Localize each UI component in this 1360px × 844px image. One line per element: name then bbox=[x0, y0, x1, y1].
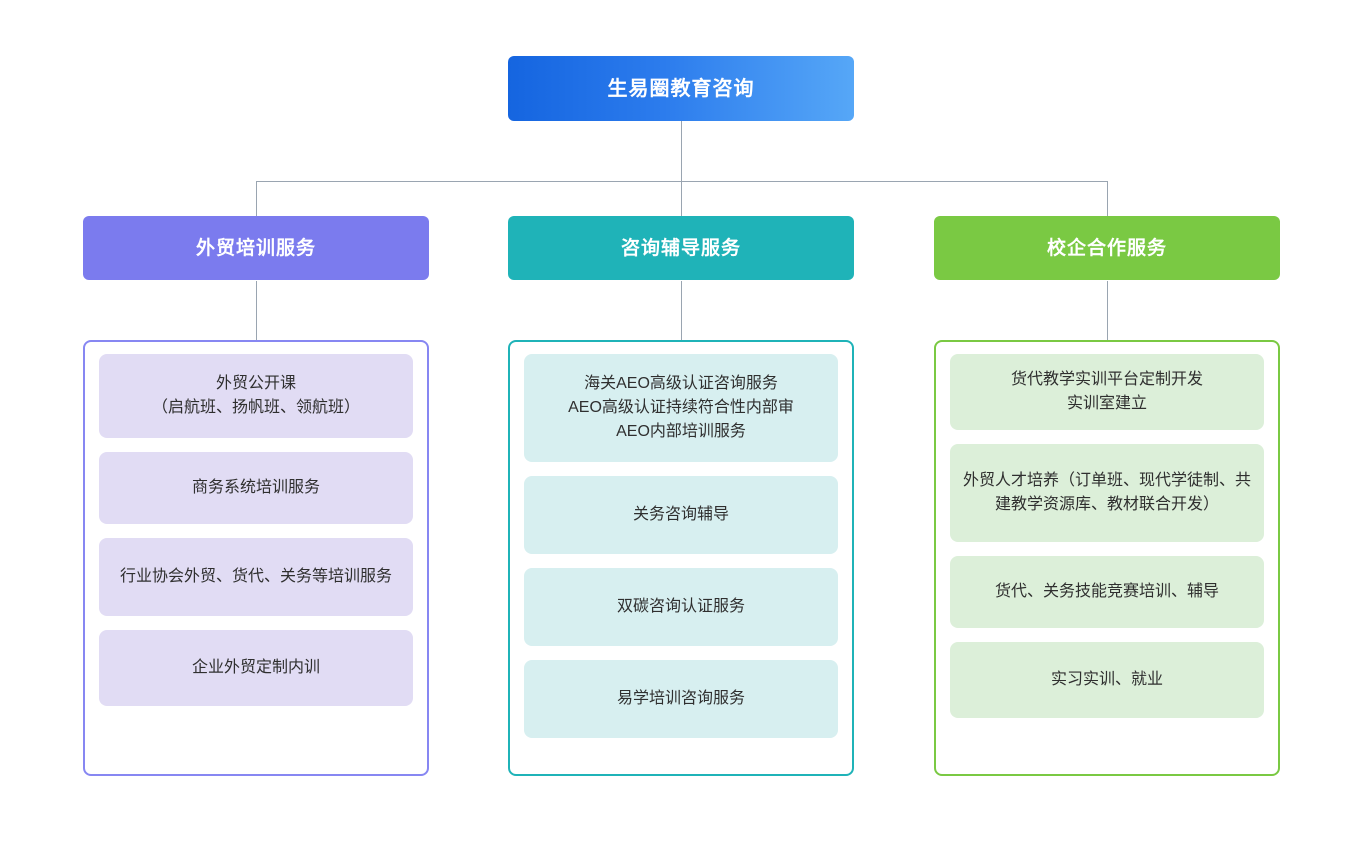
list-item[interactable]: 货代、关务技能竞赛培训、辅导 bbox=[950, 556, 1264, 628]
connector-root-stem bbox=[681, 121, 682, 181]
item-label: 关务咨询辅导 bbox=[632, 506, 729, 523]
item-label: 外贸公开课 （启航班、扬帆班、领航班） bbox=[151, 375, 360, 416]
item-label: 易学培训咨询服务 bbox=[616, 690, 745, 707]
item-label: 行业协会外贸、货代、关务等培训服务 bbox=[119, 568, 392, 585]
list-item[interactable]: 商务系统培训服务 bbox=[99, 452, 413, 524]
connector-stem-branch-1 bbox=[256, 281, 257, 341]
item-label: 货代、关务技能竞赛培训、辅导 bbox=[994, 583, 1219, 600]
branch-column-foreign-trade-training: 外贸培训服务 外贸公开课 （启航班、扬帆班、领航班） 商务系统培训服务 行业协会… bbox=[83, 216, 429, 776]
branch-header-1[interactable]: 外贸培训服务 bbox=[83, 216, 429, 280]
connector-drop-branch-1 bbox=[256, 181, 257, 217]
branch-items-container-3: 货代教学实训平台定制开发 实训室建立 外贸人才培养（订单班、现代学徒制、共建教学… bbox=[934, 340, 1280, 776]
item-label: 货代教学实训平台定制开发 实训室建立 bbox=[1010, 371, 1203, 412]
branch-header-label-2: 咨询辅导服务 bbox=[620, 237, 741, 259]
list-item[interactable]: 实习实训、就业 bbox=[950, 642, 1264, 718]
item-label: 商务系统培训服务 bbox=[191, 479, 320, 496]
branch-header-3[interactable]: 校企合作服务 bbox=[934, 216, 1280, 280]
branch-column-consulting-tutoring: 咨询辅导服务 海关AEO高级认证咨询服务 AEO高级认证持续符合性内部审 AEO… bbox=[508, 216, 854, 776]
item-label: 外贸人才培养（订单班、现代学徒制、共建教学资源库、教材联合开发） bbox=[962, 472, 1251, 513]
connector-stem-branch-2 bbox=[681, 281, 682, 341]
root-node[interactable]: 生易圈教育咨询 bbox=[508, 56, 854, 121]
list-item[interactable]: 行业协会外贸、货代、关务等培训服务 bbox=[99, 538, 413, 616]
branch-header-label-1: 外贸培训服务 bbox=[195, 237, 316, 259]
list-item[interactable]: 外贸人才培养（订单班、现代学徒制、共建教学资源库、教材联合开发） bbox=[950, 444, 1264, 542]
branch-items-container-1: 外贸公开课 （启航班、扬帆班、领航班） 商务系统培训服务 行业协会外贸、货代、关… bbox=[83, 340, 429, 776]
item-label: 海关AEO高级认证咨询服务 AEO高级认证持续符合性内部审 AEO内部培训服务 bbox=[568, 375, 794, 440]
branch-header-label-3: 校企合作服务 bbox=[1046, 237, 1167, 259]
item-label: 双碳咨询认证服务 bbox=[616, 598, 745, 615]
list-item[interactable]: 双碳咨询认证服务 bbox=[524, 568, 838, 646]
list-item[interactable]: 货代教学实训平台定制开发 实训室建立 bbox=[950, 354, 1264, 430]
list-item[interactable]: 外贸公开课 （启航班、扬帆班、领航班） bbox=[99, 354, 413, 438]
root-node-label: 生易圈教育咨询 bbox=[607, 77, 755, 100]
connector-stem-branch-3 bbox=[1107, 281, 1108, 341]
connector-drop-branch-2 bbox=[681, 181, 682, 217]
item-label: 企业外贸定制内训 bbox=[191, 659, 320, 676]
list-item[interactable]: 海关AEO高级认证咨询服务 AEO高级认证持续符合性内部审 AEO内部培训服务 bbox=[524, 354, 838, 462]
branch-column-school-enterprise: 校企合作服务 货代教学实训平台定制开发 实训室建立 外贸人才培养（订单班、现代学… bbox=[934, 216, 1280, 776]
branch-header-2[interactable]: 咨询辅导服务 bbox=[508, 216, 854, 280]
list-item[interactable]: 关务咨询辅导 bbox=[524, 476, 838, 554]
branch-items-container-2: 海关AEO高级认证咨询服务 AEO高级认证持续符合性内部审 AEO内部培训服务 … bbox=[508, 340, 854, 776]
list-item[interactable]: 企业外贸定制内训 bbox=[99, 630, 413, 706]
item-label: 实习实训、就业 bbox=[1050, 671, 1163, 688]
list-item[interactable]: 易学培训咨询服务 bbox=[524, 660, 838, 738]
connector-drop-branch-3 bbox=[1107, 181, 1108, 217]
